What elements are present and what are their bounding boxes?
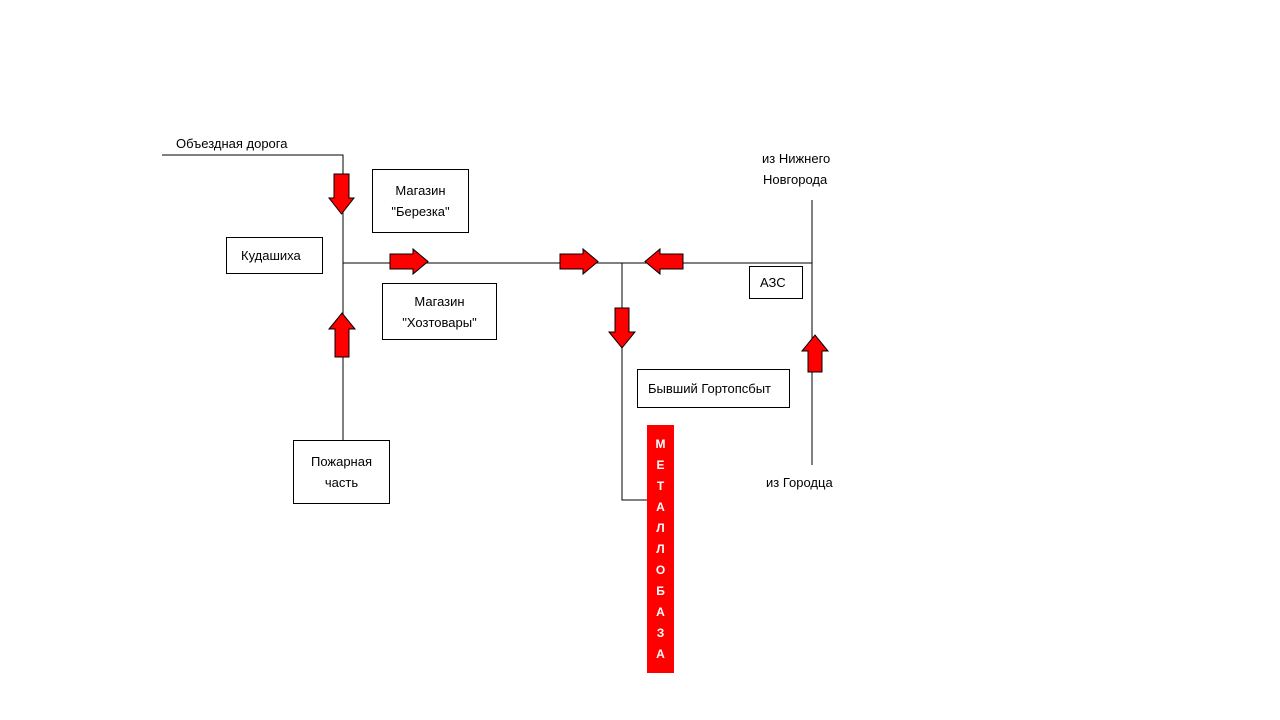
metallobaza-letter: А [656, 500, 665, 514]
arrow-up-from-fire-station [327, 312, 357, 358]
fire-station-line1: Пожарная [310, 454, 373, 469]
bypass-road-label: Объездная дорога [176, 136, 288, 151]
arrow-down-to-metallobaza [607, 307, 637, 349]
gas-station-box: АЗС [749, 266, 803, 299]
shop-berezka-line1: Магазин [395, 183, 446, 198]
metallobaza-letter: А [656, 647, 665, 661]
shop-hoztovary-line2: "Хозтовары" [402, 314, 477, 330]
from-nizhny-label-line1: из Нижнего [762, 151, 831, 166]
kudashikha-label: Кудашиха [241, 248, 301, 263]
metallobaza-letter: Л [656, 542, 665, 556]
metallobaza-letter: Б [656, 584, 665, 598]
metallobaza-banner: М Е Т А Л Л О Б А З А [647, 425, 674, 673]
shop-hoztovary-box: Магазин "Хозтовары" [382, 283, 497, 340]
former-gortopsbyt-box: Бывший Гортопсбыт [637, 369, 790, 408]
gas-station-label: АЗС [760, 275, 786, 290]
metallobaza-letter: О [655, 563, 666, 577]
kudashikha-box: Кудашиха [226, 237, 323, 274]
arrow-right-to-junction [559, 247, 599, 276]
from-gorodets-label: из Городца [766, 475, 833, 490]
fire-station-line2: часть [324, 475, 359, 490]
shop-berezka-line2: "Березка" [391, 204, 450, 219]
fire-station-box: Пожарная часть [293, 440, 390, 504]
arrow-up-from-gorodets [800, 334, 830, 373]
arrow-left-from-azs [644, 247, 684, 276]
metallobaza-letter: З [656, 626, 665, 640]
shop-berezka-box: Магазин "Березка" [372, 169, 469, 233]
arrow-right-to-hoztovary [389, 247, 429, 276]
former-gortopsbyt-label: Бывший Гортопсбыт [648, 381, 772, 396]
bypass-road-line [162, 154, 344, 440]
metallobaza-letter: Е [656, 458, 665, 472]
from-nizhny-label-line2: Новгорода [763, 172, 828, 187]
metallobaza-letter: Л [656, 521, 665, 535]
metallobaza-letter: А [656, 605, 665, 619]
metallobaza-letter: Т [656, 479, 665, 493]
arrow-down-from-bypass [327, 173, 356, 215]
shop-hoztovary-line1: Магазин [414, 293, 465, 309]
metallobaza-letter: М [655, 437, 666, 451]
